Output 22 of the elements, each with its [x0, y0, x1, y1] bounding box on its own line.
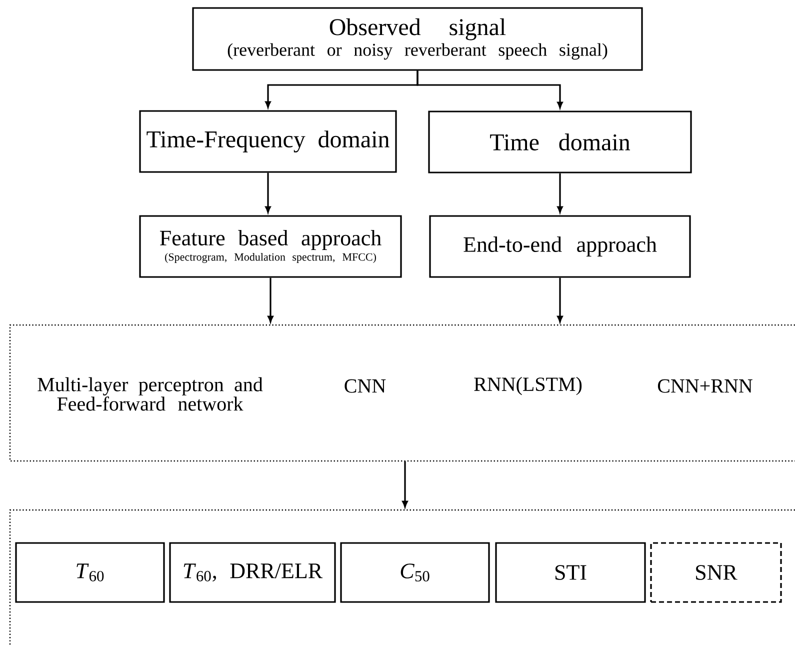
- arrow: [265, 172, 271, 213]
- arrow: [416, 70, 563, 108]
- process-box: End-to-end approach: [429, 215, 691, 278]
- network-label: RNN(LSTM): [474, 376, 582, 396]
- parameter-box: T$_{60}$: [15, 542, 165, 603]
- arrow: [557, 278, 563, 322]
- parameter-box: STI: [495, 542, 646, 603]
- network-label: CNN: [344, 379, 386, 393]
- parameter-box: T$_{60}$, DRR/ELR: [169, 542, 336, 603]
- network-label: Multi-layer perceptron and Feed-forward network: [38, 377, 263, 411]
- arrow: [402, 461, 408, 508]
- network-label: CNN+RNN: [658, 379, 752, 393]
- process-box: Time domain: [428, 110, 692, 174]
- parameter-box: SNR: [650, 542, 782, 603]
- dotted-region: [9, 509, 795, 646]
- dotted-region: [9, 324, 795, 462]
- process-box: Time-Frequency domain: [139, 110, 397, 173]
- arrow: [557, 173, 563, 213]
- arrow: [268, 278, 274, 322]
- process-box: Observed signal (reverberant or noisy reverberant speech signal): [192, 7, 643, 71]
- process-box: Feature based approach (Spectrogram, Modulation spectrum, MFCC): [139, 215, 402, 278]
- parameter-box: C$_{50}$: [340, 542, 490, 603]
